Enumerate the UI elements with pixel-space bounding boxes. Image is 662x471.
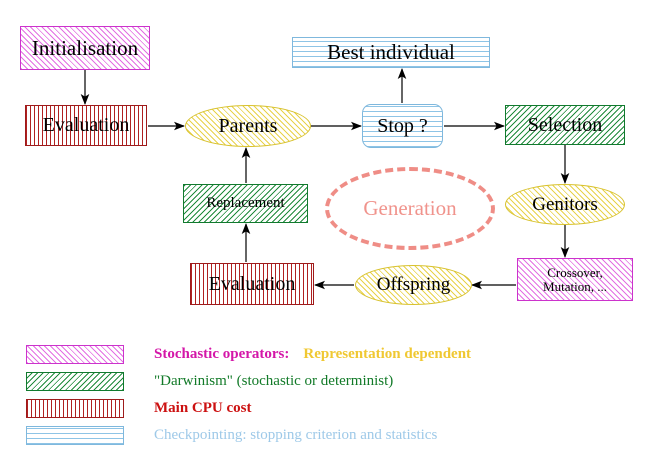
node-evaluation-top-label: Evaluation bbox=[42, 114, 130, 136]
node-parents-label: Parents bbox=[218, 114, 278, 137]
node-evaluation-top[interactable]: Evaluation bbox=[25, 105, 147, 146]
node-initialisation[interactable]: Initialisation bbox=[20, 26, 150, 70]
node-selection-label: Selection bbox=[527, 113, 603, 136]
node-stop-label: Stop ? bbox=[377, 114, 428, 137]
node-stop[interactable]: Stop ? bbox=[362, 104, 443, 148]
node-crossover-mutation[interactable]: Crossover, Mutation, ... bbox=[517, 258, 633, 301]
node-parents[interactable]: Parents bbox=[185, 105, 311, 147]
node-generation-label: Generation bbox=[363, 196, 457, 220]
legend-label-stochastic: Stochastic operators: bbox=[154, 346, 290, 362]
node-best-individual-label: Best individual bbox=[327, 40, 455, 65]
legend-row-checkpointing: Checkpointing: stopping criterion and st… bbox=[26, 426, 437, 445]
legend-label-representation: Representation dependent bbox=[303, 346, 472, 362]
legend-row-stochastic: Stochastic operators: Representation dep… bbox=[26, 345, 471, 364]
node-offspring-label: Offspring bbox=[376, 274, 451, 296]
legend-row-darwinism: "Darwinism" (stochastic or determinist) bbox=[26, 372, 393, 391]
legend-swatch-vertical-red bbox=[26, 399, 124, 418]
legend-label-cpu: Main CPU cost bbox=[154, 400, 252, 416]
node-initialisation-label: Initialisation bbox=[31, 35, 139, 60]
node-evaluation-bottom-label: Evaluation bbox=[208, 272, 296, 295]
node-genitors[interactable]: Genitors bbox=[505, 184, 625, 225]
node-offspring[interactable]: Offspring bbox=[355, 265, 472, 305]
legend-label-checkpointing: Checkpointing: stopping criterion and st… bbox=[154, 427, 438, 443]
legend-swatch-diagonal-green bbox=[26, 372, 124, 391]
legend-swatch-horizontal-blue bbox=[26, 426, 124, 445]
legend: Stochastic operators: Representation dep… bbox=[0, 340, 662, 471]
node-best-individual[interactable]: Best individual bbox=[292, 37, 490, 68]
node-replacement-label: Replacement bbox=[206, 194, 285, 211]
node-generation: Generation bbox=[325, 167, 495, 250]
node-replacement[interactable]: Replacement bbox=[183, 184, 308, 223]
node-crossover-mutation-label: Crossover, Mutation, ... bbox=[543, 264, 607, 294]
node-selection[interactable]: Selection bbox=[505, 105, 625, 145]
legend-row-cpu: Main CPU cost bbox=[26, 399, 252, 418]
legend-label-darwinism: "Darwinism" (stochastic or determinist) bbox=[154, 373, 394, 389]
legend-swatch-diagonal-magenta bbox=[26, 345, 124, 364]
node-genitors-label: Genitors bbox=[532, 193, 598, 215]
node-evaluation-bottom[interactable]: Evaluation bbox=[190, 263, 314, 305]
